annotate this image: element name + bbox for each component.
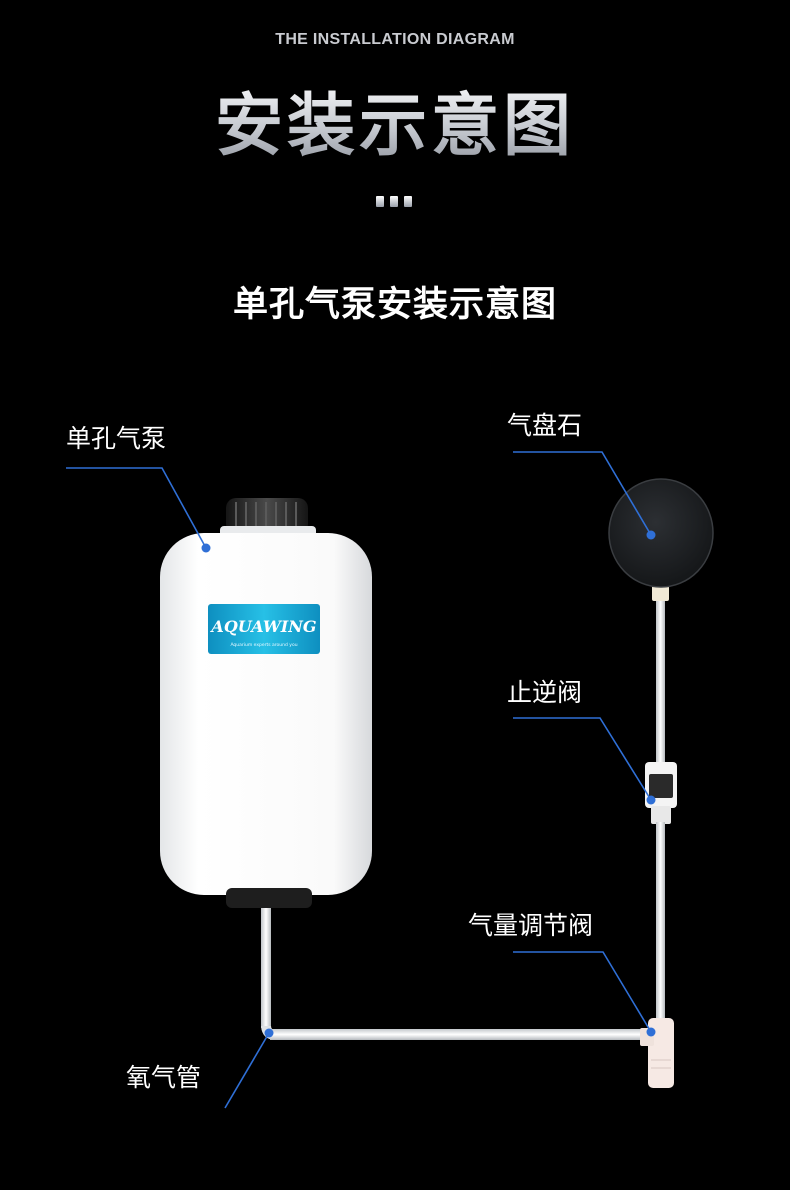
diagram-subtitle: 单孔气泵安装示意图 (232, 285, 557, 325)
leader-dots (201, 530, 656, 1038)
lower-tube (656, 822, 665, 1022)
decorative-dots (376, 196, 416, 208)
callout-check-valve: 止逆阀 (507, 678, 583, 707)
air-stone (608, 478, 714, 588)
dot (390, 196, 398, 207)
brand-tagline: Aquarium experts around you (230, 642, 297, 648)
callout-flow-valve: 气量调节阀 (468, 911, 594, 940)
callout-air-tube: 氧气管 (126, 1063, 202, 1092)
callout-pump: 单孔气泵 (66, 424, 167, 453)
leader-pump (66, 467, 207, 549)
pump-base (226, 888, 312, 908)
callout-air-stone: 气盘石 (507, 411, 583, 440)
leader-lines (66, 451, 652, 1109)
check-valve (645, 762, 677, 824)
leader-valve (513, 951, 652, 1033)
upper-tube (656, 588, 665, 764)
dot (404, 196, 412, 207)
eyebrow-heading: THE INSTALLATION DIAGRAM (275, 31, 515, 48)
leader-stone (513, 451, 652, 536)
brand-name: AQUAWING (209, 617, 316, 636)
brand-badge (208, 604, 320, 654)
page-title: 安装示意图 (0, 84, 790, 170)
pump-body (160, 533, 372, 895)
cap-ridges (235, 502, 297, 530)
leader-tube (224, 1032, 270, 1109)
dot (376, 196, 384, 207)
air-pump: AQUAWING Aquarium experts around you (160, 498, 372, 908)
flow-valve (640, 1018, 674, 1088)
stone-assembly (608, 478, 714, 1088)
stone-stem (652, 585, 669, 601)
leader-check (513, 717, 652, 801)
